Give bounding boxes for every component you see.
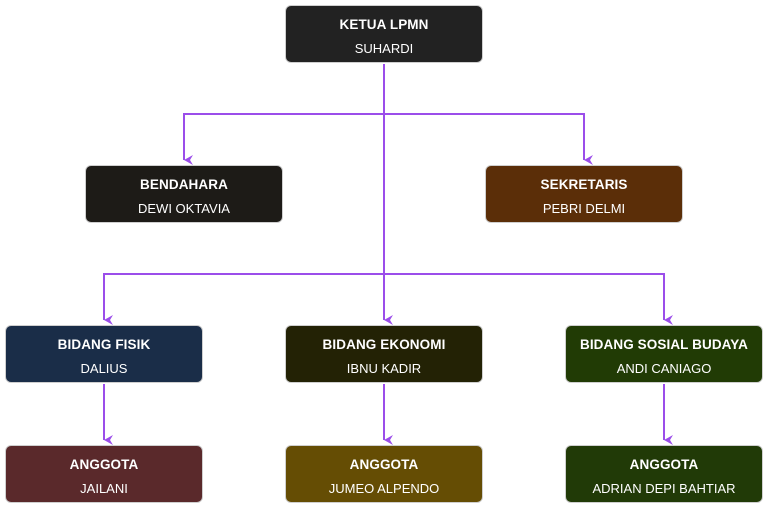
node-role: ANGGOTA xyxy=(349,457,419,472)
connector-ketua-sekretaris xyxy=(384,113,593,165)
node-person: DEWI OKTAVIA xyxy=(138,201,230,216)
node-ketua-lpmn: KETUA LPMN SUHARDI xyxy=(285,5,483,63)
node-bidang-ekonomi: BIDANG EKONOMI IBNU KADIR xyxy=(285,325,483,383)
node-person: PEBRI DELMI xyxy=(542,201,626,216)
connector-ketua-sosbud xyxy=(384,273,673,325)
node-bidang-sosial-budaya: BIDANG SOSIAL BUDAYA ANDI CANIAGO xyxy=(565,325,763,383)
node-person: DALIUS xyxy=(80,361,128,376)
node-role: KETUA LPMN xyxy=(339,17,429,32)
node-role: SEKRETARIS xyxy=(540,177,628,192)
node-anggota-fisik: ANGGOTA JAILANI xyxy=(5,445,203,503)
connector-ketua-bendahara xyxy=(183,113,384,165)
node-role: BIDANG EKONOMI xyxy=(322,337,446,352)
node-role: BENDAHARA xyxy=(140,177,228,192)
node-bendahara: BENDAHARA DEWI OKTAVIA xyxy=(85,165,283,223)
node-person: ANDI CANIAGO xyxy=(616,361,712,376)
node-person: SUHARDI xyxy=(354,41,414,56)
node-anggota-ekonomi: ANGGOTA JUMEO ALPENDO xyxy=(285,445,483,503)
node-anggota-sosial-budaya: ANGGOTA ADRIAN DEPI BAHTIAR xyxy=(565,445,763,503)
node-person: JUMEO ALPENDO xyxy=(328,481,440,496)
node-role: BIDANG FISIK xyxy=(57,337,151,352)
connector-ketua-fisik xyxy=(103,273,384,325)
node-role: ANGGOTA xyxy=(69,457,139,472)
node-sekretaris: SEKRETARIS PEBRI DELMI xyxy=(485,165,683,223)
node-person: IBNU KADIR xyxy=(346,361,422,376)
node-role: ANGGOTA xyxy=(629,457,699,472)
node-bidang-fisik: BIDANG FISIK DALIUS xyxy=(5,325,203,383)
node-role: BIDANG SOSIAL BUDAYA xyxy=(579,337,749,352)
node-person: JAILANI xyxy=(80,481,128,496)
node-person: ADRIAN DEPI BAHTIAR xyxy=(592,481,736,496)
